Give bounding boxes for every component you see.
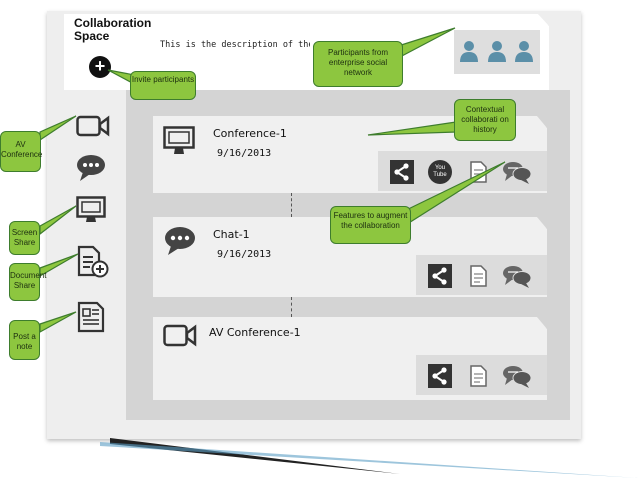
video-camera-icon[interactable] xyxy=(76,114,110,138)
workspace-description: This is the description of the workspace… xyxy=(160,40,310,50)
person-icon[interactable] xyxy=(488,40,506,62)
callout-pointer xyxy=(397,27,456,59)
share-icon[interactable] xyxy=(390,160,414,184)
callout-pointer xyxy=(39,205,77,236)
callout-screen-share: Screen Share xyxy=(9,221,40,255)
invite-participants-button[interactable]: + xyxy=(89,56,111,78)
participants-box xyxy=(454,30,540,74)
feature-bar xyxy=(416,355,547,395)
note-icon[interactable] xyxy=(77,301,105,333)
chat-icon[interactable] xyxy=(75,153,107,183)
youtube-icon[interactable]: You Tube xyxy=(428,160,452,184)
feature-bar: You Tube xyxy=(378,151,547,191)
chat-icon[interactable] xyxy=(502,364,532,388)
person-icon[interactable] xyxy=(460,40,478,62)
callout-av-conference: AV Conference xyxy=(0,131,42,172)
chat-icon xyxy=(165,227,195,255)
callout-document-share: Document Share xyxy=(9,263,46,301)
share-icon[interactable] xyxy=(428,264,452,288)
callout-features: Features to augment the collaboration xyxy=(330,206,411,244)
callout-pointer xyxy=(39,115,77,142)
callout-contextual-history: Contextual collaborati on history xyxy=(454,99,516,141)
connector-line xyxy=(291,193,292,217)
card-title: Chat-1 xyxy=(213,228,250,241)
person-icon[interactable] xyxy=(515,40,533,62)
callout-participants: Participants from enterprise social netw… xyxy=(313,41,403,87)
workspace-title: Collaboration Space xyxy=(74,16,152,43)
document-add-icon[interactable] xyxy=(77,245,109,279)
card-date: 9/16/2013 xyxy=(217,249,272,260)
video-camera-icon xyxy=(163,324,197,347)
chat-icon[interactable] xyxy=(502,160,532,184)
callout-post-note: Post a note xyxy=(9,320,40,360)
av-conference-card[interactable]: AV Conference-1 xyxy=(153,317,547,400)
chat-icon[interactable] xyxy=(502,264,532,288)
card-title: AV Conference-1 xyxy=(209,326,301,339)
decorative-swoosh xyxy=(100,438,638,478)
card-title: Conference-1 xyxy=(213,127,287,140)
callout-pointer xyxy=(39,253,79,278)
callout-pointer xyxy=(397,161,506,227)
card-date: 9/16/2013 xyxy=(217,148,272,159)
feature-bar xyxy=(416,255,547,295)
share-icon[interactable] xyxy=(428,364,452,388)
connector-line xyxy=(291,297,292,317)
monitor-icon[interactable] xyxy=(76,196,106,224)
document-icon[interactable] xyxy=(466,264,490,288)
monitor-icon xyxy=(163,126,195,154)
document-icon[interactable] xyxy=(466,364,490,388)
callout-invite: Invite participants xyxy=(130,71,196,100)
callout-pointer xyxy=(39,311,77,334)
callout-pointer xyxy=(367,121,457,136)
